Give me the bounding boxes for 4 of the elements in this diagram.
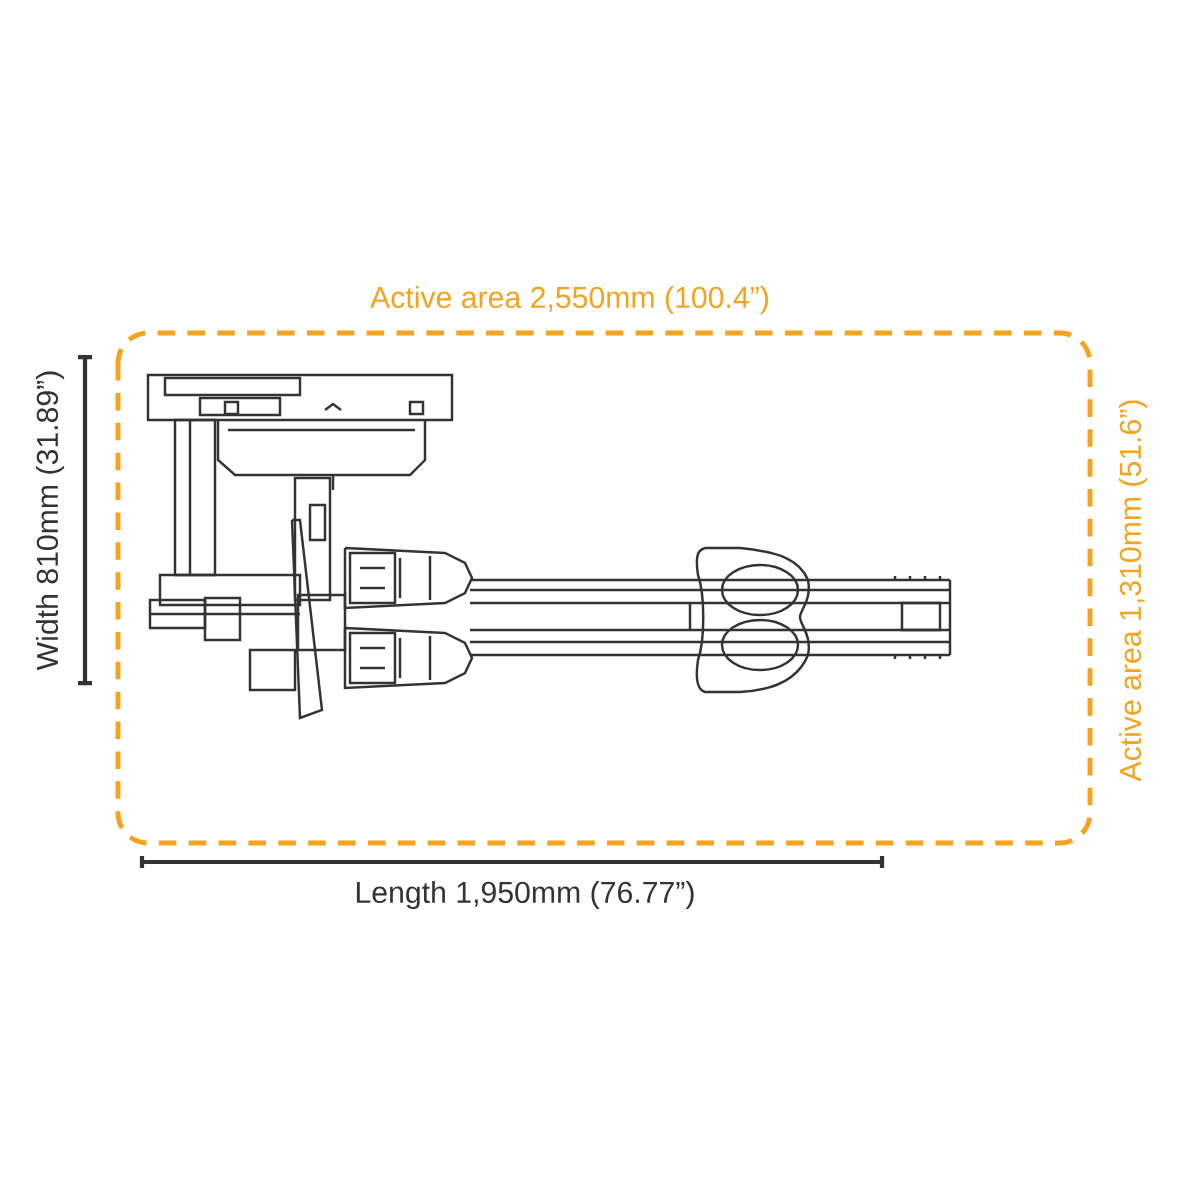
dimension-label: Active area 1,310mm (51.6”) (1118, 400, 1148, 782)
dimension-label: Length 1,950mm (76.77”) (356, 880, 694, 910)
dimension-label: Active area 2,550mm (100.4”) (370, 285, 768, 315)
dimension-label: Width 810mm (31.89”) (35, 371, 65, 671)
